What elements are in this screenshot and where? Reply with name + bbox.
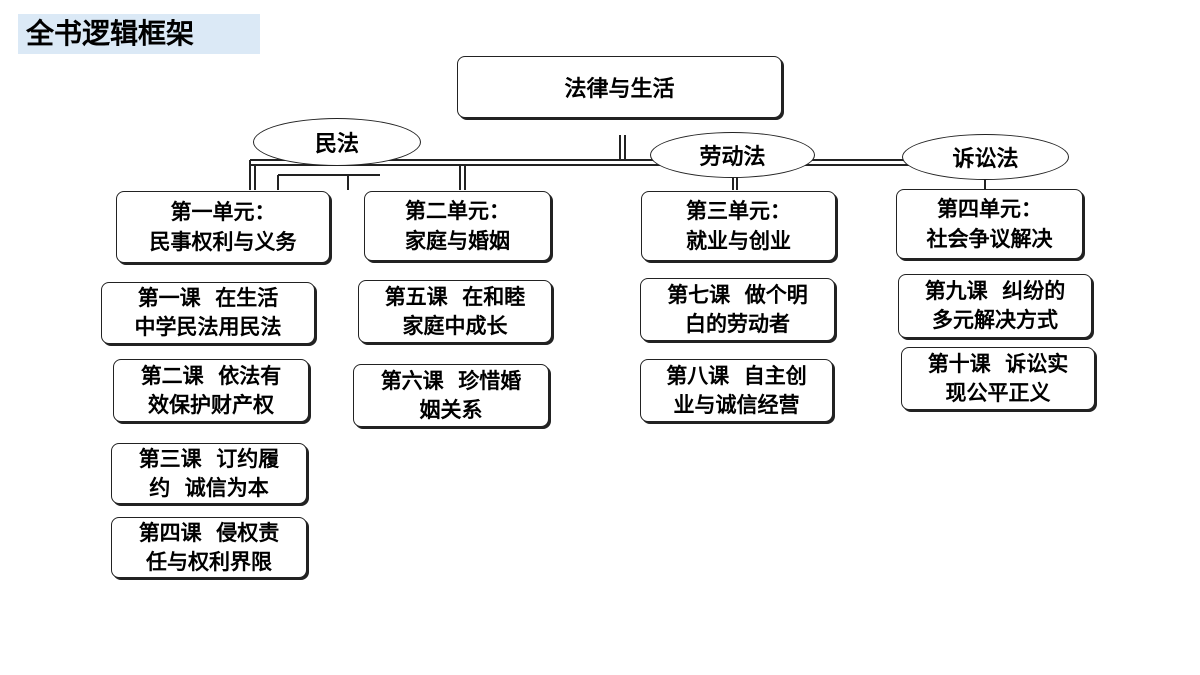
page-title: 全书逻辑框架 bbox=[18, 14, 260, 54]
unit-line: 第四单元： bbox=[937, 197, 1042, 221]
lesson-10: 第十课 诉讼实 现公平正义 bbox=[901, 347, 1095, 410]
unit-4: 第四单元： 社会争议解决 bbox=[896, 189, 1083, 259]
lesson-line: 第五课 在和睦 bbox=[384, 284, 526, 309]
lesson-line: 约 诚信为本 bbox=[149, 475, 269, 500]
branch-litigation-law: 诉讼法 bbox=[902, 134, 1069, 180]
branch-minfa: 民法 bbox=[253, 118, 421, 166]
unit-2: 第二单元： 家庭与婚姻 bbox=[364, 191, 551, 261]
branch-label: 劳动法 bbox=[699, 145, 766, 170]
unit-line: 民事权利与义务 bbox=[149, 230, 297, 254]
lesson-line: 白的劳动者 bbox=[685, 311, 790, 336]
lesson-line: 第三课 订约履 bbox=[138, 446, 280, 471]
lesson-9: 第九课 纠纷的 多元解决方式 bbox=[898, 274, 1092, 338]
lesson-line: 现公平正义 bbox=[945, 380, 1051, 405]
unit-line: 社会争议解决 bbox=[926, 227, 1053, 251]
lesson-1: 第一课 在生活 中学民法用民法 bbox=[101, 282, 315, 344]
branch-label: 诉讼法 bbox=[952, 147, 1019, 172]
lesson-line: 第二课 依法有 bbox=[140, 363, 282, 388]
lesson-line: 第六课 珍惜婚 bbox=[380, 368, 522, 393]
lesson-line: 第十课 诉讼实 bbox=[927, 351, 1069, 376]
lesson-line: 家庭中成长 bbox=[402, 313, 508, 338]
lesson-line: 第四课 侵权责 bbox=[138, 520, 280, 545]
root-label: 法律与生活 bbox=[564, 77, 675, 102]
lesson-line: 效保护财产权 bbox=[148, 392, 274, 417]
branch-label: 民法 bbox=[314, 132, 359, 157]
lesson-line: 第七课 做个明 bbox=[667, 282, 808, 307]
lesson-line: 多元解决方式 bbox=[932, 308, 1058, 332]
unit-line: 第一单元： bbox=[170, 200, 276, 224]
unit-3: 第三单元： 就业与创业 bbox=[641, 191, 836, 261]
lesson-line: 第九课 纠纷的 bbox=[924, 279, 1066, 303]
lesson-line: 中学民法用民法 bbox=[134, 315, 282, 339]
lesson-5: 第五课 在和睦 家庭中成长 bbox=[358, 280, 552, 343]
lesson-8: 第八课 自主创 业与诚信经营 bbox=[640, 359, 833, 422]
lesson-2: 第二课 依法有 效保护财产权 bbox=[113, 359, 309, 422]
lesson-7: 第七课 做个明 白的劳动者 bbox=[640, 278, 835, 341]
lesson-line: 第一课 在生活 bbox=[137, 286, 279, 310]
lesson-6: 第六课 珍惜婚 姻关系 bbox=[353, 364, 549, 427]
lesson-line: 业与诚信经营 bbox=[673, 392, 800, 417]
unit-line: 第二单元： bbox=[405, 199, 510, 223]
root-node: 法律与生活 bbox=[457, 56, 782, 118]
lesson-line: 第八课 自主创 bbox=[666, 363, 807, 388]
lesson-line: 姻关系 bbox=[419, 397, 483, 422]
branch-labor-law: 劳动法 bbox=[650, 132, 815, 178]
lesson-line: 任与权利界限 bbox=[146, 549, 272, 574]
lesson-3: 第三课 订约履 约 诚信为本 bbox=[111, 443, 307, 504]
lesson-4: 第四课 侵权责 任与权利界限 bbox=[111, 517, 307, 578]
unit-1: 第一单元： 民事权利与义务 bbox=[116, 191, 330, 263]
unit-line: 家庭与婚姻 bbox=[405, 229, 510, 253]
unit-line: 第三单元： bbox=[686, 199, 791, 223]
unit-line: 就业与创业 bbox=[686, 229, 791, 253]
